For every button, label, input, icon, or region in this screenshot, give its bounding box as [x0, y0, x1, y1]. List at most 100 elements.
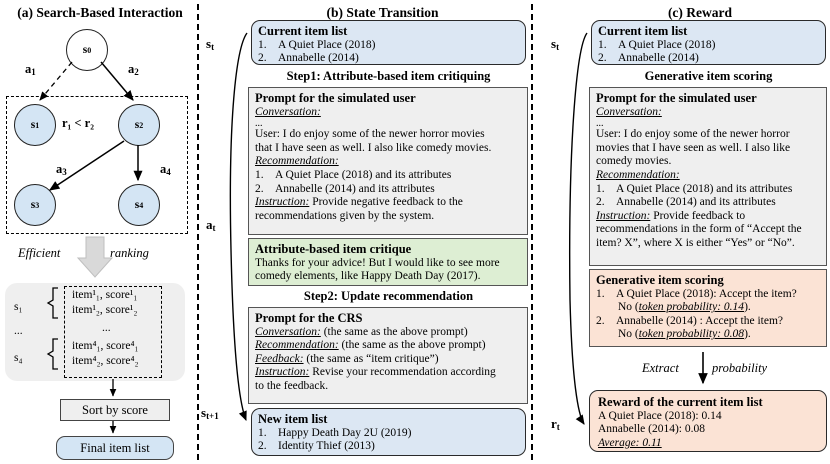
b-prompt-crs-row-2-label: Recommendation:: [255, 339, 339, 352]
c-scoring-entry-1-line2: No (token probability: 0.14).: [596, 301, 820, 315]
graph-node-s3-label: s: [30, 199, 36, 211]
graph-node-s0-sub: 0: [87, 45, 92, 55]
efficient-label: Efficient: [18, 246, 61, 260]
b-prompt-user-instruction-text-1: Provide negative feedback to the: [309, 196, 463, 209]
b-prompt-user-rec-1: 1.A Quiet Place (2018) and its attribute…: [255, 169, 452, 181]
c-scoring-entry-2-line1: 2.Annabelle (2014) : Accept the item?: [596, 315, 820, 329]
b-prompt-user-ellipsis: ...: [255, 118, 263, 130]
c-scoring-entry-2-prob: token probability: 0.08: [638, 328, 745, 341]
c-scoring-entry-2-pre: No (: [618, 328, 639, 341]
c-current-item-list-box: Current item list 1.A Quiet Place (2018)…: [591, 20, 826, 65]
b-prompt-crs-row-4-label: Instruction:: [255, 366, 310, 379]
b-prompt-user-rec-2: 2.Annabelle (2014) and its attributes: [255, 182, 435, 195]
rank-row-state-0: s₁: [14, 301, 23, 313]
rank-row-state-2: s₄: [14, 352, 23, 364]
state-label-st1: st+1: [201, 405, 219, 421]
b-new-item-list-header: New item list: [258, 412, 328, 426]
reward-label-rt-sub: t: [556, 422, 560, 432]
c-scoring-entry-1-line1: 1.A Quiet Place (2018): Accept the item?: [596, 288, 820, 302]
graph-node-s3-sub: 3: [35, 200, 40, 210]
c-scoring-entry-2-post: ).: [744, 328, 751, 341]
c-prompt-user-instruction-2: recommendations in the form of “Accept t…: [596, 223, 802, 236]
ranking-label: ranking: [110, 246, 149, 260]
edge-label-a4-sub: 4: [166, 167, 171, 177]
graph-node-s0-label: s: [82, 44, 88, 56]
b-current-item-list-item-1: 1.A Quiet Place (2018): [258, 38, 376, 51]
b-prompt-user-box: Prompt for the simulated user Conversati…: [248, 87, 528, 235]
c-current-item-2-text: Annabelle (2014): [618, 52, 699, 65]
c-reward-average-label: Average:: [598, 436, 640, 449]
c-reward-box: Reward of the current item list A Quiet …: [589, 390, 827, 452]
b-new-item-list-box: New item list 1.Happy Death Day 2U (2019…: [251, 408, 526, 456]
c-prompt-user-instruction-1: Instruction: Provide feedback to: [596, 210, 820, 224]
state-label-st-c: st: [551, 36, 559, 52]
c-prompt-user-ellipsis: ...: [596, 118, 604, 130]
state-label-st-b-base: s: [206, 36, 212, 51]
ranking-dashed-box: [64, 286, 162, 378]
b-current-item-1-text: A Quiet Place (2018): [278, 38, 376, 51]
c-scoring-entry-2-line2: No (token probability: 0.08).: [596, 328, 820, 342]
c-prompt-user-instruction-label: Instruction:: [596, 209, 651, 222]
edge-label-a2-sub: 2: [134, 67, 139, 77]
c-reward-line-1: A Quiet Place (2018): 0.14: [598, 409, 722, 422]
c-prompt-user-conversation-label: Conversation:: [596, 105, 662, 118]
c-current-item-list-header: Current item list: [598, 24, 688, 38]
action-label-at-sub: t: [212, 223, 216, 233]
c-generative-scoring-header: Generative item scoring: [596, 273, 724, 287]
graph-node-s1-label: s: [30, 119, 36, 131]
c-reward-line-2: Annabelle (2014): 0.08: [598, 423, 705, 436]
b-new-item-1-text: Happy Death Day 2U (2019): [278, 426, 412, 439]
rank-item-0-0: item¹₁, score¹₁: [72, 289, 138, 301]
state-label-st-c-base: s: [551, 36, 557, 51]
b-step2-label: Step2: Update recommendation: [303, 289, 474, 303]
panel-c-title: (c) Reward: [667, 5, 733, 20]
b-current-item-2-text: Annabelle (2014): [278, 52, 359, 65]
b-prompt-user-recommendation-label: Recommendation:: [255, 155, 339, 168]
b-critique-line-2: comedy elements, like Happy Death Day (2…: [255, 270, 481, 283]
c-prompt-user-recommendation-label: Recommendation:: [596, 169, 680, 181]
sort-by-score-box: Sort by score: [60, 399, 170, 421]
c-reward-header: Reward of the current item list: [598, 395, 763, 409]
c-prompt-user-rec-2: 2.Annabelle (2014) and its attributes: [596, 196, 776, 209]
c-prompt-user-header: Prompt for the simulated user: [596, 91, 757, 105]
c-generative-scoring-box: Generative item scoring 1.A Quiet Place …: [589, 269, 827, 347]
panel-a-title: (a) Search-Based Interaction: [17, 5, 183, 20]
extract-label: Extract: [642, 361, 679, 375]
b-current-item-list-header: Current item list: [258, 24, 348, 38]
b-current-item-list-box: Current item list 1.A Quiet Place (2018)…: [251, 20, 526, 65]
panel-divider-left: [197, 4, 199, 460]
reward-comparison-label: r₁ < r₂: [62, 116, 94, 130]
edge-label-a1-sub: 1: [31, 67, 36, 77]
b-prompt-crs-tail: to the feedback.: [255, 380, 329, 392]
graph-node-s2-label: s: [134, 119, 140, 131]
rank-item-2-1: item⁴₂, score⁴₂: [72, 355, 139, 367]
c-prompt-user-line-1: User: I do enjoy some of the newer horro…: [596, 128, 790, 141]
c-prompt-user-rec-1: 1.A Quiet Place (2018) and its attribute…: [596, 182, 793, 195]
b-current-item-list-item-2: 2.Annabelle (2014): [258, 52, 359, 65]
b-prompt-user-instruction-1: Instruction: Provide negative feedback t…: [255, 196, 521, 210]
c-prompt-user-line-3: comedy movies.: [596, 155, 672, 168]
edge-s0-s1: [39, 61, 73, 101]
graph-node-s4-sub: 4: [139, 200, 144, 210]
c-scoring-entry-2-num: 2.: [596, 314, 605, 327]
c-current-item-1: 1.A Quiet Place (2018): [598, 38, 716, 51]
b-step1-label: Step1: Attribute-based item critiquing: [286, 69, 491, 83]
state-label-st-b-sub: t: [211, 42, 215, 52]
b-new-item-2: 2.Identity Thief (2013): [258, 440, 375, 453]
b-prompt-user-line-1: User: I do enjoy some of the newer horro…: [255, 128, 485, 141]
c-reward-average: Average: 0.11: [598, 437, 818, 451]
rank-row-state-1: ...: [14, 325, 23, 337]
action-label-at: at: [206, 217, 216, 233]
c-prompt-user-box: Prompt for the simulated user Conversati…: [589, 87, 827, 266]
b-prompt-user-line-2: that I have seen as well. I also like co…: [255, 141, 492, 154]
b-prompt-crs-row-1-label: Conversation:: [255, 325, 321, 338]
c-scoring-entry-1-num: 1.: [596, 287, 605, 300]
c-prompt-user-instruction-3: item? X”, where X is either “Yes” or “No…: [596, 236, 795, 249]
c-reward-average-value: 0.11: [639, 436, 662, 449]
state-label-st1-base: s: [201, 405, 207, 420]
b-prompt-crs-row-3-text: (the same as “item critique”): [303, 352, 439, 365]
